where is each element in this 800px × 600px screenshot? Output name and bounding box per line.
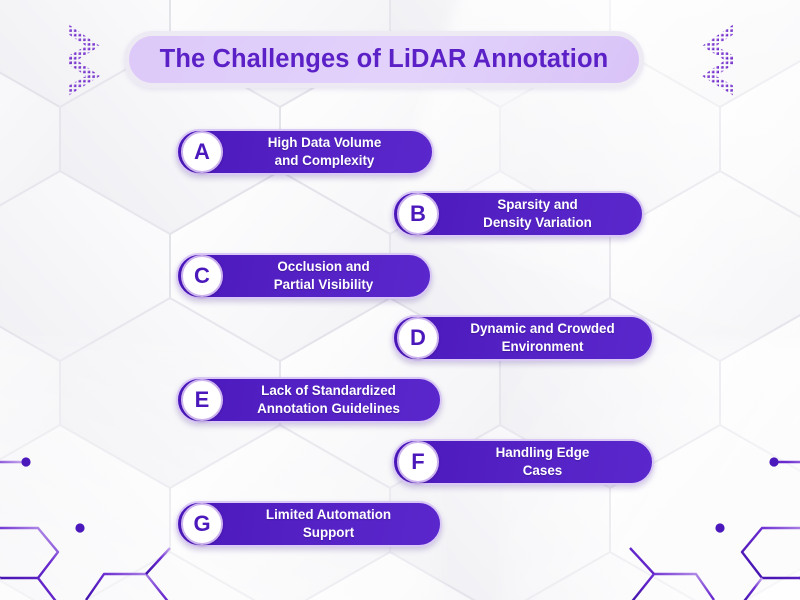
challenge-label-e: Lack of Standardized Annotation Guidelin… [257,383,400,416]
challenge-badge-d: D [397,317,439,359]
challenge-item-a[interactable]: A High Data Volume and Complexity [176,129,434,175]
challenge-label-g: Limited Automation Support [265,507,392,540]
challenge-item-g[interactable]: G Limited Automation Support [176,501,442,547]
challenge-item-d[interactable]: D Dynamic and Crowded Environment [392,315,654,361]
challenge-item-f[interactable]: F Handling Edge Cases [392,439,654,485]
challenge-badge-b: B [397,193,439,235]
challenge-label-c: Occlusion and Partial Visibility [273,259,374,292]
challenge-item-e[interactable]: E Lack of Standardized Annotation Guideli… [176,377,442,423]
title-banner: The Challenges of LiDAR Annotation [124,31,644,88]
challenge-badge-f: F [397,441,439,483]
challenge-badge-a: A [181,131,223,173]
challenge-label-d: Dynamic and Crowded Environment [470,321,615,354]
challenge-label-f: Handling Edge Cases [495,445,590,478]
challenge-badge-g: G [181,503,223,545]
dotted-chevron-right-icon [60,20,132,100]
challenge-label-a: High Data Volume and Complexity [267,135,382,168]
challenge-badge-e: E [181,379,223,421]
challenge-label-b: Sparsity and Density Variation [483,197,592,230]
challenge-badge-c: C [181,255,223,297]
challenge-item-b[interactable]: B Sparsity and Density Variation [392,191,644,237]
challenge-item-c[interactable]: C Occlusion and Partial Visibility [176,253,432,299]
title-banner-fill: The Challenges of LiDAR Annotation [124,31,644,88]
page-title: The Challenges of LiDAR Annotation [159,44,609,73]
